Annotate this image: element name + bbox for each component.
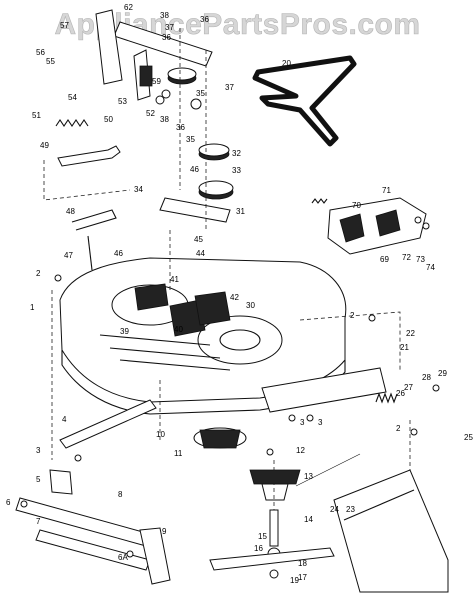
drive-belt	[252, 55, 357, 147]
callout-46: 46	[114, 249, 123, 258]
springs	[55, 119, 398, 404]
callout-17: 17	[298, 573, 307, 582]
callout-36: 36	[176, 123, 185, 132]
callout-49: 49	[40, 141, 49, 150]
callout-35: 35	[196, 89, 205, 98]
callout-38: 38	[160, 11, 169, 20]
callout-2: 2	[396, 424, 401, 433]
callout-24: 24	[330, 505, 339, 514]
callout-46: 46	[190, 165, 199, 174]
callout-53: 53	[118, 97, 127, 106]
callout-69: 69	[380, 255, 389, 264]
callout-71: 71	[382, 186, 391, 195]
callout-15: 15	[258, 532, 267, 541]
callout-22: 22	[406, 329, 415, 338]
callout-42: 42	[230, 293, 239, 302]
callout-3: 3	[318, 418, 323, 427]
callout-51: 51	[32, 111, 41, 120]
callout-21: 21	[400, 343, 409, 352]
callout-72: 72	[402, 253, 411, 262]
callout-59: 59	[152, 77, 161, 86]
lift-links	[15, 145, 171, 585]
blade-spindle	[209, 469, 335, 579]
bracket-assembly	[327, 197, 430, 255]
discharge-chute	[295, 453, 449, 593]
callout-9: 9	[162, 527, 167, 536]
callout-30: 30	[246, 301, 255, 310]
side-plate	[261, 367, 387, 413]
callout-56: 56	[36, 48, 45, 57]
callout-13: 13	[304, 472, 313, 481]
callout-41: 41	[170, 275, 179, 284]
callout-2: 2	[350, 311, 355, 320]
callout-31: 31	[236, 207, 245, 216]
callout-50: 50	[104, 115, 113, 124]
callout-35: 35	[186, 135, 195, 144]
callout-28: 28	[422, 373, 431, 382]
callout-32: 32	[232, 149, 241, 158]
deck-spindles	[134, 283, 247, 449]
callout-6A: 6A	[118, 553, 128, 562]
callout-36: 36	[162, 33, 171, 42]
callout-7: 7	[36, 517, 41, 526]
callout-27: 27	[404, 383, 413, 392]
callout-3: 3	[36, 446, 41, 455]
callout-54: 54	[68, 93, 77, 102]
callout-47: 47	[64, 251, 73, 260]
callout-12: 12	[296, 446, 305, 455]
callout-6: 6	[6, 498, 11, 507]
callout-23: 23	[346, 505, 355, 514]
callout-26: 26	[396, 389, 405, 398]
callout-62: 62	[124, 3, 133, 12]
callout-11: 11	[174, 449, 183, 458]
callout-25: 25	[464, 433, 473, 442]
callout-37: 37	[165, 23, 174, 32]
callout-3: 3	[300, 418, 305, 427]
callout-44: 44	[196, 249, 205, 258]
callout-14: 14	[304, 515, 313, 524]
callout-55: 55	[46, 57, 55, 66]
callout-57: 57	[60, 21, 69, 30]
callout-20: 20	[282, 59, 291, 68]
idler-assembly	[95, 9, 234, 223]
guide-lines	[43, 28, 411, 510]
callout-8: 8	[118, 490, 123, 499]
callout-19: 19	[290, 576, 299, 585]
callout-48: 48	[66, 207, 75, 216]
callout-5: 5	[36, 475, 41, 484]
callout-1: 1	[30, 303, 35, 312]
callout-10: 10	[156, 430, 165, 439]
callout-45: 45	[194, 235, 203, 244]
callout-34: 34	[134, 185, 143, 194]
callout-74: 74	[426, 263, 435, 272]
callout-37: 37	[225, 83, 234, 92]
hardware	[20, 274, 440, 558]
callout-40: 40	[174, 325, 183, 334]
callout-73: 73	[416, 255, 425, 264]
callout-39: 39	[120, 327, 129, 336]
callout-16: 16	[254, 544, 263, 553]
callout-33: 33	[232, 166, 241, 175]
callout-70: 70	[352, 201, 361, 210]
callout-29: 29	[438, 369, 447, 378]
callout-18: 18	[298, 559, 307, 568]
callout-4: 4	[62, 415, 67, 424]
callout-2: 2	[36, 269, 41, 278]
callout-36: 36	[200, 15, 209, 24]
callout-52: 52	[146, 109, 155, 118]
callout-38: 38	[160, 115, 169, 124]
